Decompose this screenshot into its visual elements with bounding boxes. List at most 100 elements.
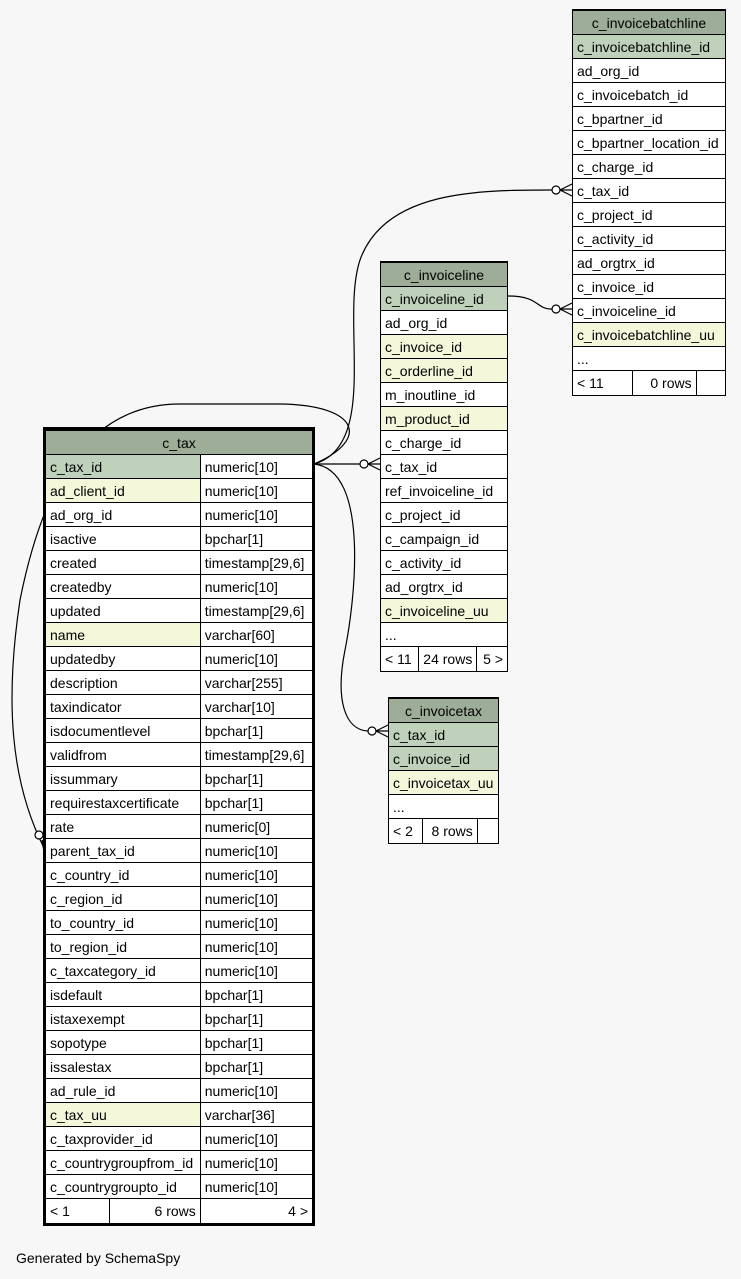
column-type: bpchar[1] — [199, 982, 312, 1007]
column-c-tax-id: c_tax_id — [573, 178, 725, 203]
column-type: numeric[10] — [199, 1126, 312, 1151]
column-type: bpchar[1] — [199, 718, 312, 743]
table-header[interactable]: c_invoiceline — [381, 262, 507, 287]
column-type: numeric[10] — [199, 574, 312, 599]
column-c-charge-id: c_charge_id — [573, 154, 725, 179]
column-type: numeric[10] — [199, 910, 312, 935]
column-c-tax-id: c_tax_id — [389, 722, 498, 747]
column-type: bpchar[1] — [199, 790, 312, 815]
column-type: bpchar[1] — [199, 526, 312, 551]
column-c-taxcategory-id: c_taxcategory_id — [46, 958, 201, 983]
column-more-ellipsis: ... — [573, 346, 725, 371]
row-count: 0 rows — [631, 370, 697, 395]
column-description: description — [46, 670, 201, 695]
row-count: 6 rows — [109, 1198, 201, 1223]
column-ad-org-id: ad_org_id — [46, 502, 201, 527]
column-type: timestamp[29,6] — [199, 742, 312, 767]
table-header[interactable]: c_invoicetax — [389, 698, 498, 723]
generated-by-footer: Generated by SchemaSpy — [16, 1250, 181, 1266]
column-c-region-id: c_region_id — [46, 886, 201, 911]
column-m-inoutline-id: m_inoutline_id — [381, 382, 507, 407]
column-type: numeric[10] — [199, 862, 312, 887]
column-c-invoiceline-id: c_invoiceline_id — [573, 298, 725, 323]
column-issummary: issummary — [46, 766, 201, 791]
column-isdocumentlevel: isdocumentlevel — [46, 718, 201, 743]
column-type: numeric[10] — [199, 1078, 312, 1103]
column-ad-orgtrx-id: ad_orgtrx_id — [573, 250, 725, 275]
parents-link[interactable]: < 11 — [573, 370, 633, 395]
column-type: numeric[10] — [199, 502, 312, 527]
column-type: varchar[36] — [199, 1102, 312, 1127]
rel-invoiceline-to-invoicebatchline — [507, 295, 553, 310]
table-header[interactable]: c_invoicebatchline — [573, 10, 725, 35]
rel-c-tax-to-invoicebatchline — [313, 189, 553, 465]
column-c-tax-uu: c_tax_uu — [46, 1102, 201, 1127]
column-type: numeric[10] — [199, 1150, 312, 1175]
column-type: numeric[10] — [199, 646, 312, 671]
column-c-bpartner-id: c_bpartner_id — [573, 106, 725, 131]
column-c-activity-id: c_activity_id — [381, 550, 507, 575]
column-type: timestamp[29,6] — [199, 550, 312, 575]
table-header[interactable]: c_tax — [46, 430, 312, 455]
column-type: varchar[60] — [199, 622, 312, 647]
column-rate: rate — [46, 814, 201, 839]
column-sopotype: sopotype — [46, 1030, 201, 1055]
column-type: bpchar[1] — [199, 1030, 312, 1055]
row-count: 24 rows — [418, 646, 478, 671]
column-c-country-id: c_country_id — [46, 862, 201, 887]
column-updated: updated — [46, 598, 201, 623]
column-type: numeric[10] — [199, 934, 312, 959]
column-name: name — [46, 622, 201, 647]
column-c-invoicebatchline-uu: c_invoicebatchline_uu — [573, 322, 725, 347]
column-ad-rule-id: ad_rule_id — [46, 1078, 201, 1103]
column-c-countrygroupfrom-id: c_countrygroupfrom_id — [46, 1150, 201, 1175]
column-ref-invoiceline-id: ref_invoiceline_id — [381, 478, 507, 503]
column-type: numeric[10] — [199, 958, 312, 983]
column-ad-orgtrx-id: ad_orgtrx_id — [381, 574, 507, 599]
column-to-country-id: to_country_id — [46, 910, 201, 935]
column-istaxexempt: istaxexempt — [46, 1006, 201, 1031]
column-to-region-id: to_region_id — [46, 934, 201, 959]
children-link[interactable] — [476, 818, 498, 843]
column-c-tax-id: c_tax_id — [46, 454, 201, 479]
column-type: numeric[10] — [199, 1174, 312, 1199]
rel-c-tax-to-invoicetax — [313, 463, 369, 732]
parents-link[interactable]: < 2 — [389, 818, 424, 843]
column-type: bpchar[1] — [199, 766, 312, 791]
column-more-ellipsis: ... — [381, 622, 507, 647]
column-type: timestamp[29,6] — [199, 598, 312, 623]
row-count: 8 rows — [422, 818, 478, 843]
column-c-invoice-id: c_invoice_id — [573, 274, 725, 299]
column-type: numeric[10] — [199, 478, 312, 503]
parents-link[interactable]: < 11 — [381, 646, 420, 671]
column-validfrom: validfrom — [46, 742, 201, 767]
children-link[interactable]: 5 > — [476, 646, 507, 671]
column-c-invoicetax-uu: c_invoicetax_uu — [389, 770, 498, 795]
column-c-project-id: c_project_id — [573, 202, 725, 227]
column-type: numeric[0] — [199, 814, 312, 839]
children-link[interactable]: 4 > — [199, 1198, 312, 1223]
column-createdby: createdby — [46, 574, 201, 599]
column-c-project-id: c_project_id — [381, 502, 507, 527]
column-c-invoicebatchline-id: c_invoicebatchline_id — [573, 34, 725, 59]
column-type: numeric[10] — [199, 838, 312, 863]
column-isdefault: isdefault — [46, 982, 201, 1007]
children-link[interactable] — [695, 370, 725, 395]
column-c-invoicebatch-id: c_invoicebatch_id — [573, 82, 725, 107]
column-parent-tax-id: parent_tax_id — [46, 838, 201, 863]
column-type: bpchar[1] — [199, 1054, 312, 1079]
column-type: numeric[10] — [199, 454, 312, 479]
column-c-tax-id: c_tax_id — [381, 454, 507, 479]
column-ad-client-id: ad_client_id — [46, 478, 201, 503]
column-c-charge-id: c_charge_id — [381, 430, 507, 455]
column-type: varchar[255] — [199, 670, 312, 695]
parents-link[interactable]: < 1 — [46, 1198, 111, 1223]
column-c-invoice-id: c_invoice_id — [381, 334, 507, 359]
column-c-bpartner-location-id: c_bpartner_location_id — [573, 130, 725, 155]
column-c-campaign-id: c_campaign_id — [381, 526, 507, 551]
